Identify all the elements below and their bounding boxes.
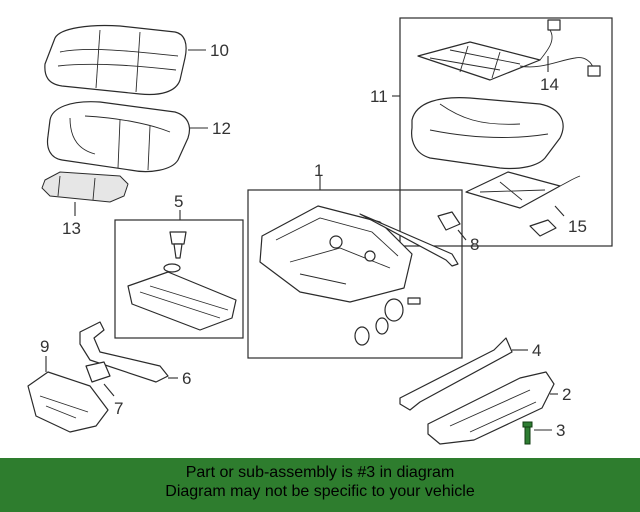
part-5-track-bracket [127, 231, 237, 331]
leader-8 [457, 229, 467, 241]
part-1-seat-frame [259, 205, 459, 303]
leader-15 [554, 205, 565, 217]
callout-8: 8 [470, 235, 479, 254]
part-4-lever [399, 337, 513, 411]
leader-7 [103, 383, 115, 397]
banner-line-2: Diagram may not be specific to your vehi… [165, 483, 475, 500]
callout-4: 4 [532, 341, 541, 360]
part-6-trim [79, 321, 169, 383]
group-box-1 [247, 189, 463, 359]
callout-13: 13 [62, 219, 81, 238]
part-12-cushion-pad [46, 101, 191, 173]
callout-9: 9 [40, 337, 49, 356]
part-13-pad [41, 171, 129, 203]
callout-15: 15 [568, 217, 587, 236]
part-7-cap [85, 361, 111, 383]
callout-3: 3 [556, 421, 565, 440]
part-2-side-cover [427, 371, 555, 445]
callout-14: 14 [540, 75, 559, 94]
part-8-clip [437, 211, 461, 231]
info-banner: Part or sub-assembly is #3 in diagram Di… [0, 458, 640, 512]
part-10-cushion-cover [44, 24, 187, 96]
group-box-11 [399, 17, 613, 247]
part-cushion-in-box [411, 97, 564, 170]
callout-7: 7 [114, 399, 123, 418]
callout-12: 12 [212, 119, 231, 138]
group-box-5 [114, 219, 244, 339]
banner-line-1: Part or sub-assembly is #3 in diagram [185, 464, 455, 481]
part-1-fasteners [354, 297, 421, 346]
callout-2: 2 [562, 385, 571, 404]
parts-diagram: 10 12 13 11 14 [27, 17, 613, 445]
callout-11: 11 [370, 87, 388, 106]
callout-6: 6 [182, 369, 191, 388]
callout-10: 10 [210, 41, 229, 60]
part-14-heater-element [417, 19, 601, 81]
part-3-screw-highlighted[interactable] [522, 421, 533, 445]
callout-1: 1 [314, 161, 323, 180]
part-9-side-shield [27, 371, 109, 433]
part-15-heater-mat [465, 171, 581, 237]
callout-5: 5 [174, 192, 183, 211]
